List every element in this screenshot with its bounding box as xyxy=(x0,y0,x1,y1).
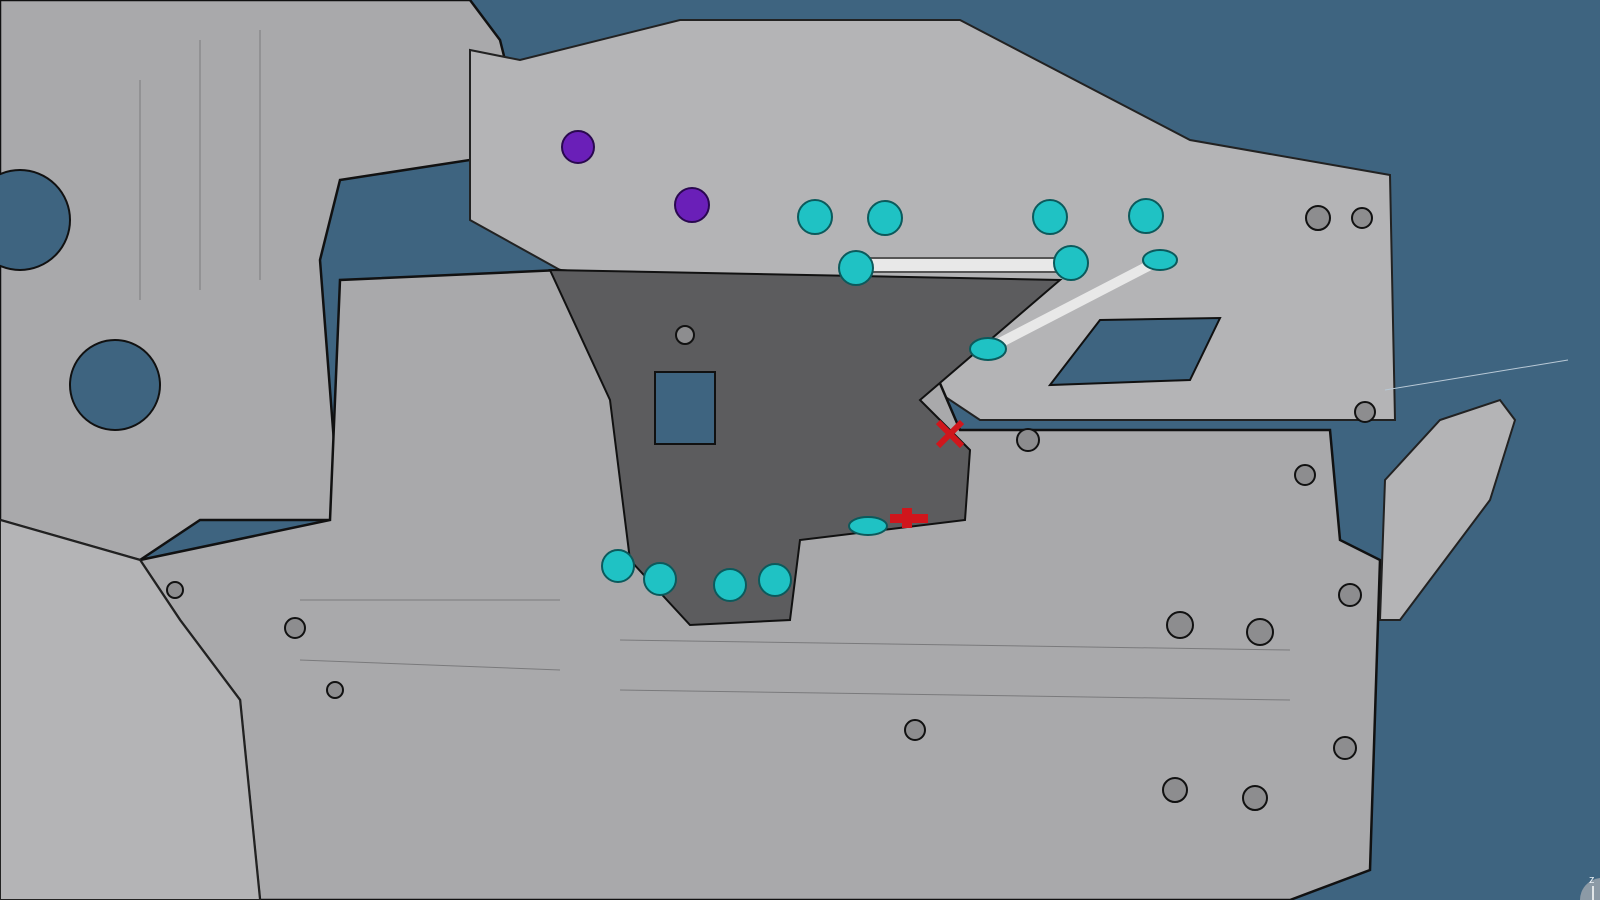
bracket-right-window xyxy=(1047,316,1222,387)
error-cross-icon xyxy=(890,508,928,528)
left-large-hole xyxy=(0,169,71,271)
purple-markers xyxy=(561,130,710,223)
cyan-weld-markers xyxy=(601,198,1178,602)
right-side-bracket xyxy=(1378,398,1517,621)
error-x-icon xyxy=(935,419,965,449)
axis-line xyxy=(1384,359,1569,391)
lower-left-panel xyxy=(0,518,262,900)
mounting-holes xyxy=(166,205,1376,811)
surface-edges xyxy=(139,30,1291,701)
axis-triad[interactable]: z xyxy=(1579,874,1600,900)
bracket-dark xyxy=(548,268,1063,627)
axis-triad-disc xyxy=(1579,878,1600,900)
z-axis-label: z xyxy=(1589,874,1595,886)
bracket-square-hole xyxy=(654,371,716,445)
left-round-hole xyxy=(69,339,161,431)
